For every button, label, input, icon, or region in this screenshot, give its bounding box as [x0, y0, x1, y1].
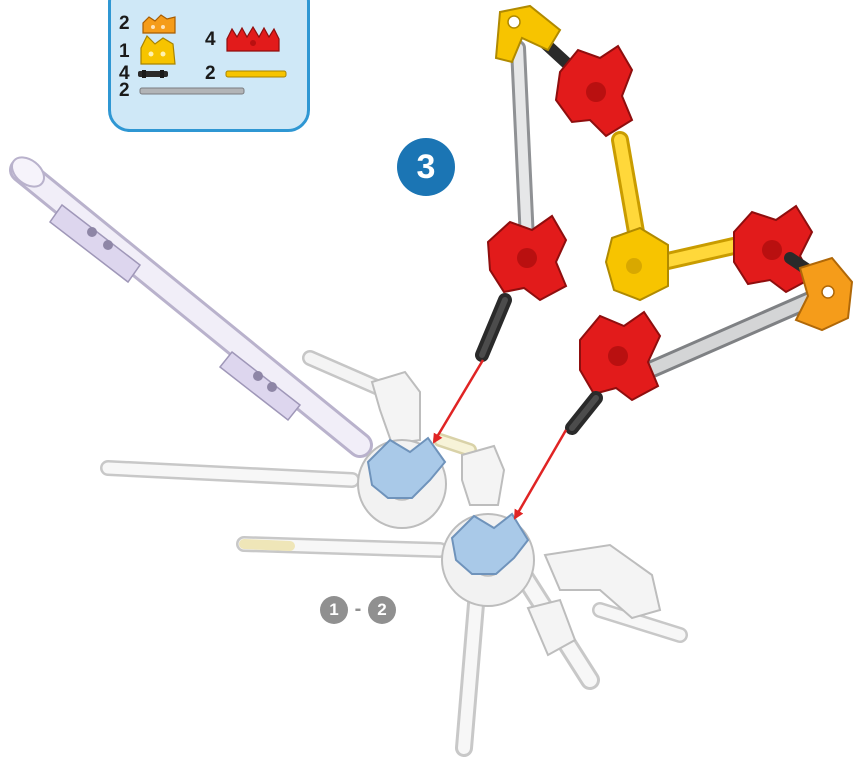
left-subassembly — [482, 6, 632, 355]
insert-arrow-left — [434, 360, 483, 442]
prior-step-separator: - — [352, 596, 364, 622]
prior-step-to-badge: 2 — [368, 596, 396, 624]
yellow-connector-icon — [139, 34, 177, 66]
gray-rod-icon — [139, 86, 245, 96]
step-number-badge: 3 — [397, 138, 455, 196]
right-subassembly — [572, 140, 852, 428]
lavender-long-rod — [6, 151, 360, 445]
parts-count-gray-rod: 2 — [119, 81, 130, 100]
red-connector-right-lower — [580, 312, 660, 400]
red-connector-icon — [225, 25, 281, 53]
black-rod-icon — [137, 69, 169, 79]
parts-count-red-connector: 4 — [205, 30, 216, 49]
yellow-rod-icon — [225, 69, 287, 79]
insert-arrow-right — [515, 430, 566, 518]
step-number: 3 — [397, 138, 455, 196]
parts-count-yellow-connector: 1 — [119, 42, 130, 61]
red-connector-left-mid — [488, 216, 566, 300]
prior-step-from-badge: 1 — [320, 596, 348, 624]
parts-count-yellow-rod: 2 — [205, 64, 216, 83]
base-model — [6, 151, 680, 748]
parts-list: 2 1 4 4 2 2 — [108, 0, 310, 132]
parts-count-orange-connector: 2 — [119, 14, 130, 33]
red-connector-right-upper — [734, 206, 812, 292]
orange-connector-icon — [141, 13, 177, 35]
